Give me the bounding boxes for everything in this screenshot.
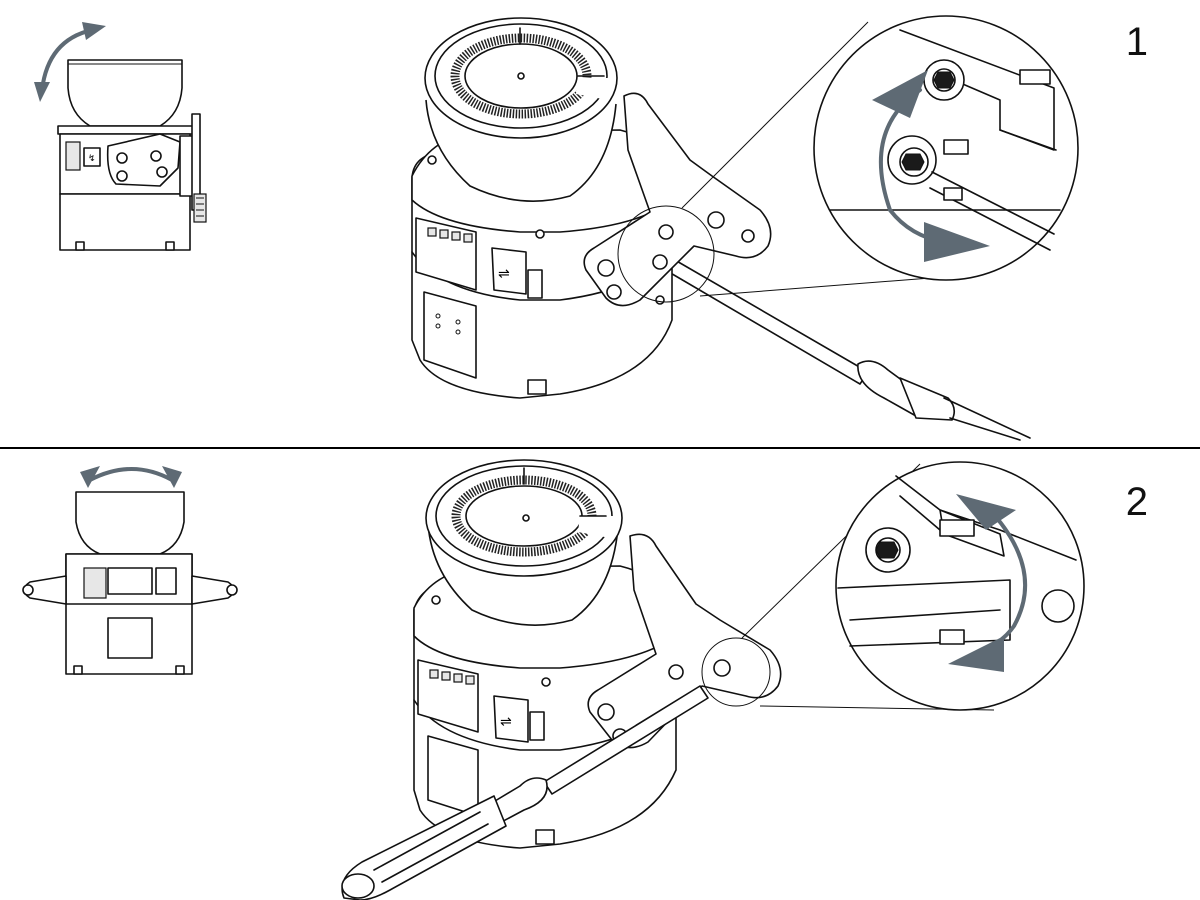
zoom-detail-1 [813,15,1079,281]
front-view-thumbnail [22,466,238,675]
screwdriver-icon [661,255,1031,441]
usb-icon: ⇌ [491,247,527,295]
divider-line [0,447,1200,449]
svg-text:⇌: ⇌ [498,266,510,282]
zoom-detail-2 [835,461,1085,711]
step-2-panel: 2 [0,450,1200,900]
rotate-arrow-icon [872,70,990,262]
side-view-thumbnail: ↯ [34,22,207,251]
step-number-2: 2 [1125,480,1148,524]
scanner-illustration: ⇌ [411,15,1079,441]
step-number-1: 1 [1125,20,1148,64]
rotate-arrow-icon [80,466,182,488]
usb-icon: ⇌ [493,695,529,743]
rotate-arrow-icon [948,494,1028,672]
step-1-panel: 1 ↯ [0,0,1200,448]
svg-text:↯: ↯ [88,154,96,164]
scanner-illustration-2: ⇌ [341,459,1085,900]
screwdriver-icon [341,685,709,900]
svg-text:⇌: ⇌ [500,714,512,730]
rotate-arrow-icon [34,22,106,102]
